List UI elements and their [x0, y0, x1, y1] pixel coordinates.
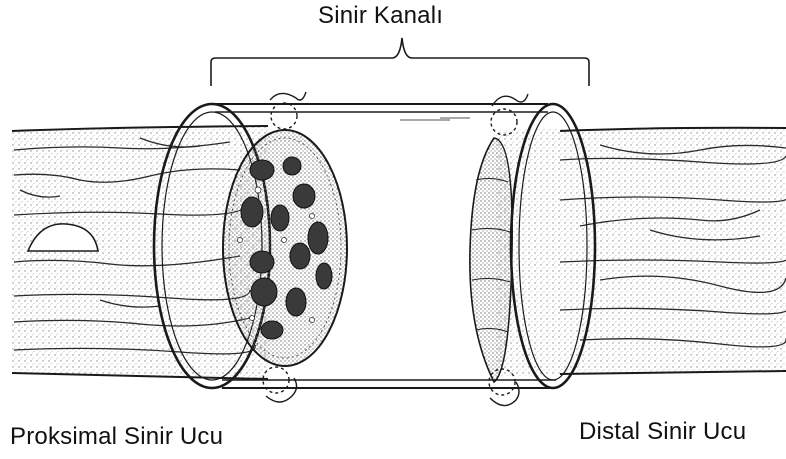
conduit-brace — [211, 38, 589, 86]
proximal-cut-surface — [223, 130, 347, 366]
conduit-label: Sinir Kanalı — [318, 2, 443, 30]
conduit-highlight — [400, 118, 470, 120]
proximal-end-label: Proksimal Sinir Ucu — [10, 423, 223, 451]
distal-end-label: Distal Sinir Ucu — [579, 418, 746, 446]
